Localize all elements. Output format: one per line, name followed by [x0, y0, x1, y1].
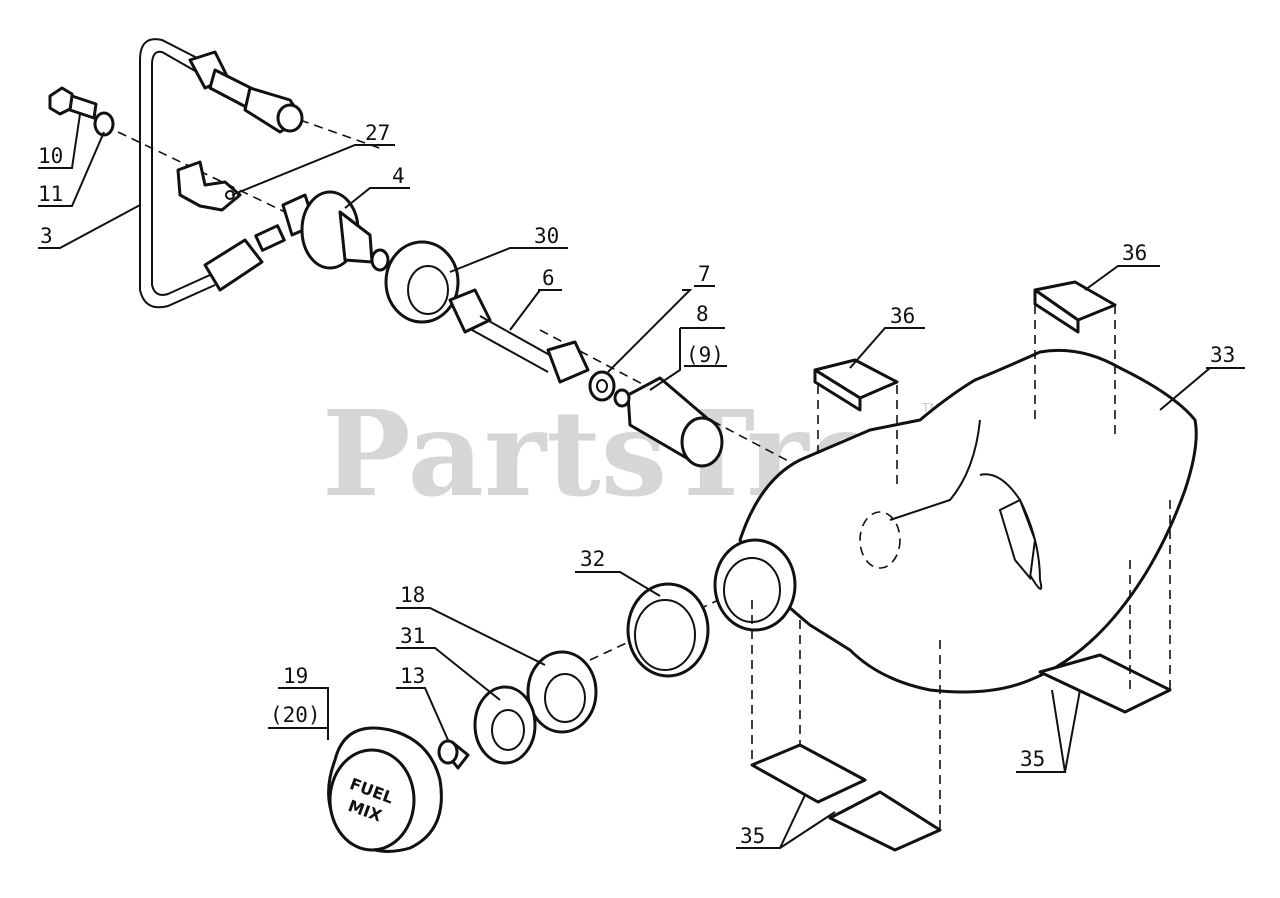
centerline-filter	[539, 329, 901, 521]
callout-10-text: 10	[38, 144, 63, 168]
callout-35-left-text: 35	[740, 824, 765, 848]
callout-35-right-text: 35	[1020, 747, 1045, 771]
callout-32: 32	[580, 547, 605, 571]
part-washer[interactable]	[588, 370, 616, 402]
callout-7-text: 7	[698, 262, 711, 286]
part-bolt[interactable]	[48, 86, 98, 120]
callout-30-text: 30	[534, 224, 559, 248]
part-cap-valve[interactable]	[437, 739, 470, 770]
callout-13-text: 13	[400, 664, 425, 688]
part-fuel-fitting[interactable]	[281, 190, 390, 272]
callout-31-text: 31	[400, 624, 425, 648]
part-bottom-pad-right[interactable]	[1038, 500, 1172, 714]
callout-36-right: 36	[1122, 241, 1147, 265]
callout-11: 11	[38, 182, 63, 206]
callout-35-right: 35	[1020, 747, 1045, 771]
callout-11-text: 11	[38, 182, 63, 206]
callout-19-text: 19	[283, 664, 308, 688]
part-cap-gasket[interactable]	[526, 650, 598, 734]
callout-36-right-text: 36	[1122, 241, 1147, 265]
part-upper-hose[interactable]	[188, 50, 304, 134]
part-cap-vent[interactable]	[473, 685, 537, 765]
callout-3: 3	[40, 224, 53, 248]
callout-27: 27	[365, 121, 390, 145]
callout-32-text: 32	[580, 547, 605, 571]
callout-30: 30	[534, 224, 559, 248]
part-bottom-pad-left[interactable]	[750, 600, 942, 852]
callout-6-text: 6	[542, 266, 555, 290]
part-grommet[interactable]	[384, 240, 460, 324]
callout-31: 31	[400, 624, 425, 648]
callout-33: 33	[1210, 343, 1235, 367]
part-fuel-filter[interactable]	[613, 376, 724, 468]
part-top-pad-right[interactable]	[1033, 280, 1117, 440]
callout-9-text: (9)	[686, 343, 724, 367]
callout-18: 18	[400, 583, 425, 607]
callout-4: 4	[392, 164, 405, 188]
callout-labels: 10 11 3 27 4 30 6 7 8 (9) 36	[38, 121, 1235, 848]
callout-36-left: 36	[890, 304, 915, 328]
callout-8: 8	[696, 302, 709, 326]
callout-9: (9)	[686, 343, 724, 367]
part-tank-seal[interactable]	[626, 582, 710, 678]
callout-33-text: 33	[1210, 343, 1235, 367]
callout-35-left: 35	[740, 824, 765, 848]
part-lock-washer[interactable]	[93, 111, 115, 137]
part-clamp[interactable]	[176, 160, 242, 212]
part-fuel-cap[interactable]: FUEL MIX	[327, 726, 443, 853]
callout-7: 7	[698, 262, 711, 286]
callout-6: 6	[542, 266, 555, 290]
callout-20-text: (20)	[270, 703, 321, 727]
callout-19: 19	[283, 664, 308, 688]
callout-20: (20)	[270, 703, 321, 727]
part-top-pad-left[interactable]	[813, 358, 899, 490]
callout-18-text: 18	[400, 583, 425, 607]
part-fuel-line-loop[interactable]	[139, 38, 216, 309]
callout-3-text: 3	[40, 224, 53, 248]
callout-13: 13	[400, 664, 425, 688]
callout-4-text: 4	[392, 164, 405, 188]
callout-36-left-text: 36	[890, 304, 915, 328]
callout-27-text: 27	[365, 121, 390, 145]
callout-underlines	[38, 144, 1245, 849]
part-pickup-line[interactable]	[448, 288, 590, 384]
callout-10: 10	[38, 144, 63, 168]
part-lower-hose[interactable]	[203, 224, 286, 292]
callout-8-text: 8	[696, 302, 709, 326]
